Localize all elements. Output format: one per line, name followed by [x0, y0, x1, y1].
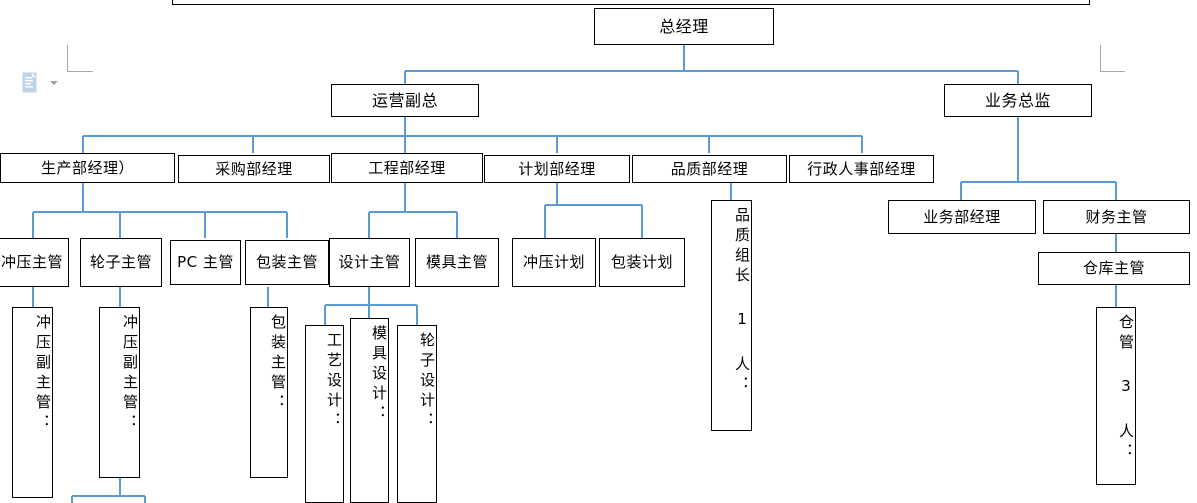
node-packaging-deputy-label: 包装主管： [269, 314, 287, 414]
node-pc-supervisor[interactable]: PC 主管 [170, 240, 241, 285]
node-planning-manager[interactable]: 计划部经理 [484, 155, 630, 183]
node-wheel-design-label: 轮子设计： [418, 332, 436, 432]
node-packaging-deputy[interactable]: 包装主管： [250, 307, 288, 478]
node-process-design-label: 工艺设计： [325, 332, 343, 432]
node-production-manager[interactable]: 生产部经理） [0, 153, 175, 183]
top-container-box [172, 0, 1090, 5]
node-warehouse-supervisor[interactable]: 仓库主管 [1038, 252, 1190, 285]
node-mold-design[interactable]: 模具设计： [350, 318, 389, 503]
node-purchasing-manager[interactable]: 采购部经理 [178, 155, 330, 183]
node-general-manager[interactable]: 总经理 [594, 8, 774, 45]
node-finance-supervisor[interactable]: 财务主管 [1043, 200, 1190, 234]
node-design-supervisor[interactable]: 设计主管 [329, 238, 410, 287]
node-wheel-supervisor[interactable]: 轮子主管 [80, 238, 162, 287]
node-stamping-deputy-1[interactable]: 冲压副主管： [12, 307, 53, 498]
node-quality-leader[interactable]: 品质组长 1 人： [711, 200, 752, 431]
node-wheel-design[interactable]: 轮子设计： [397, 325, 437, 503]
node-operations-vp[interactable]: 运营副总 [331, 84, 479, 117]
node-process-design[interactable]: 工艺设计： [305, 325, 344, 503]
node-warehouse-keeper-label: 仓管 3 人： [1117, 314, 1135, 463]
page-margin-mark-right [1100, 45, 1125, 72]
node-warehouse-keeper[interactable]: 仓管 3 人： [1096, 307, 1136, 485]
chevron-down-icon[interactable] [50, 81, 58, 85]
node-mold-design-label: 模具设计： [370, 325, 388, 425]
node-stamping-plan[interactable]: 冲压计划 [512, 238, 596, 287]
node-stamping-deputy-2-label: 冲压副主管： [121, 314, 139, 434]
node-stamping-supervisor[interactable]: 冲压主管 [0, 238, 69, 287]
node-mold-supervisor[interactable]: 模具主管 [415, 238, 499, 287]
paste-options-glyph [22, 72, 37, 93]
node-admin-hr-manager[interactable]: 行政人事部经理 [789, 155, 934, 183]
page-margin-mark-left [67, 45, 93, 72]
node-engineering-manager[interactable]: 工程部经理 [331, 153, 483, 183]
node-business-dept-manager[interactable]: 业务部经理 [888, 200, 1036, 234]
node-stamping-deputy-2[interactable]: 冲压副主管： [99, 307, 140, 478]
node-packaging-supervisor[interactable]: 包装主管 [245, 240, 329, 285]
node-stamping-deputy-1-label: 冲压副主管： [34, 314, 52, 434]
node-business-director[interactable]: 业务总监 [944, 84, 1092, 117]
paste-options-icon[interactable] [22, 72, 42, 94]
node-quality-manager[interactable]: 品质部经理 [632, 155, 787, 183]
node-quality-leader-label: 品质组长 1 人： [733, 207, 751, 396]
node-packaging-plan[interactable]: 包装计划 [599, 238, 685, 287]
